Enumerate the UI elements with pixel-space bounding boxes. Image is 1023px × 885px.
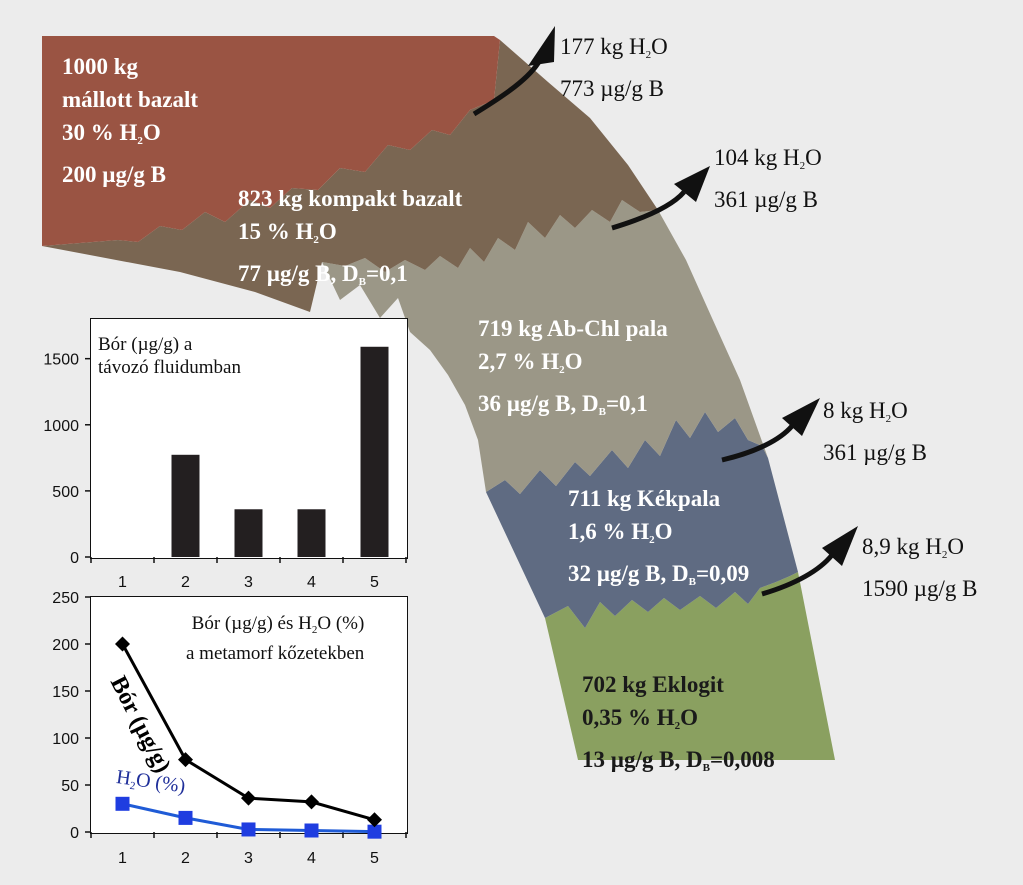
zone3-mass-rock: 719 kg Ab-Chl pala xyxy=(478,316,668,341)
flux-arrow-3 xyxy=(721,398,820,463)
flux1-water: 177 kg H2O xyxy=(560,34,668,61)
flux2-boron: 361 µg/g B xyxy=(714,187,818,212)
line-chart-title: Bór (µg/g) és H2O (%) a metamorf kőzetek… xyxy=(186,612,364,665)
zone1-water: 30 % H2O xyxy=(62,120,161,147)
bar-chart-title-line1: Bór (µg/g) a xyxy=(98,334,193,355)
zone2-boron: 77 µg/g B, DB=0,1 xyxy=(238,261,408,288)
zone-label-abchl-pala: 719 kg Ab-Chl pala 2,7 % H2O 36 µg/g B, … xyxy=(478,312,668,429)
flux3-boron: 361 µg/g B xyxy=(823,440,927,465)
zone3-boron: 36 µg/g B, DB=0,1 xyxy=(478,391,648,418)
zone1-boron: 200 µg/g B xyxy=(62,162,166,187)
zone-label-kekpala: 711 kg Kékpala 1,6 % H2O 32 µg/g B, DB=0… xyxy=(568,482,749,599)
zone5-mass-rock: 702 kg Eklogit xyxy=(582,672,724,697)
zone2-mass-rock: 823 kg kompakt bazalt xyxy=(238,186,463,211)
zone1-mass: 1000 kg xyxy=(62,54,139,79)
flux-arrow-2 xyxy=(611,166,710,231)
bar-chart-title: Bór (µg/g) a távozó fluidumban xyxy=(98,333,241,379)
line-chart-title-line1: Bór (µg/g) és H2O (%) xyxy=(191,613,365,636)
zone1-rock: mállott bazalt xyxy=(62,87,199,112)
flux-label-3: 8 kg H2O 361 µg/g B xyxy=(823,394,927,470)
zone-label-mallott-bazalt: 1000 kg mállott bazalt 30 % H2O 200 µg/g… xyxy=(62,50,198,191)
zone4-boron: 32 µg/g B, DB=0,09 xyxy=(568,561,750,588)
flux2-water: 104 kg H2O xyxy=(714,145,822,172)
zone3-water: 2,7 % H2O xyxy=(478,349,583,376)
zone-label-kompakt-bazalt: 823 kg kompakt bazalt 15 % H2O 77 µg/g B… xyxy=(238,182,462,299)
zone-eklogit-shape xyxy=(545,572,835,760)
flux1-boron: 773 µg/g B xyxy=(560,76,664,101)
zone-kompakt-shape xyxy=(42,40,658,312)
zone4-mass-rock: 711 kg Kékpala xyxy=(568,486,721,511)
flux3-water: 8 kg H2O xyxy=(823,398,908,425)
flux4-boron: 1590 µg/g B xyxy=(862,576,978,601)
bar-chart-title-line2: távozó fluidumban xyxy=(98,357,241,378)
flux4-water: 8,9 kg H2O xyxy=(862,534,964,561)
flux-arrow-4 xyxy=(761,526,858,597)
zone2-water: 15 % H2O xyxy=(238,219,337,246)
zone-abchl-shape xyxy=(322,200,768,494)
flux-label-4: 8,9 kg H2O 1590 µg/g B xyxy=(862,530,977,606)
flux-arrow-1 xyxy=(472,26,555,117)
line-chart-title-line2: a metamorf kőzetekben xyxy=(186,643,365,664)
zone4-water: 1,6 % H2O xyxy=(568,519,673,546)
zone5-boron: 13 µg/g B, DB=0,008 xyxy=(582,747,775,774)
flux-label-1: 177 kg H2O 773 µg/g B xyxy=(560,30,668,106)
zone-kekpala-shape xyxy=(486,412,798,628)
zone-label-eklogit: 702 kg Eklogit 0,35 % H2O 13 µg/g B, DB=… xyxy=(582,668,775,785)
zone-mallott-shape xyxy=(42,36,500,246)
zone5-water: 0,35 % H2O xyxy=(582,705,699,732)
flux-label-2: 104 kg H2O 361 µg/g B xyxy=(714,141,822,217)
